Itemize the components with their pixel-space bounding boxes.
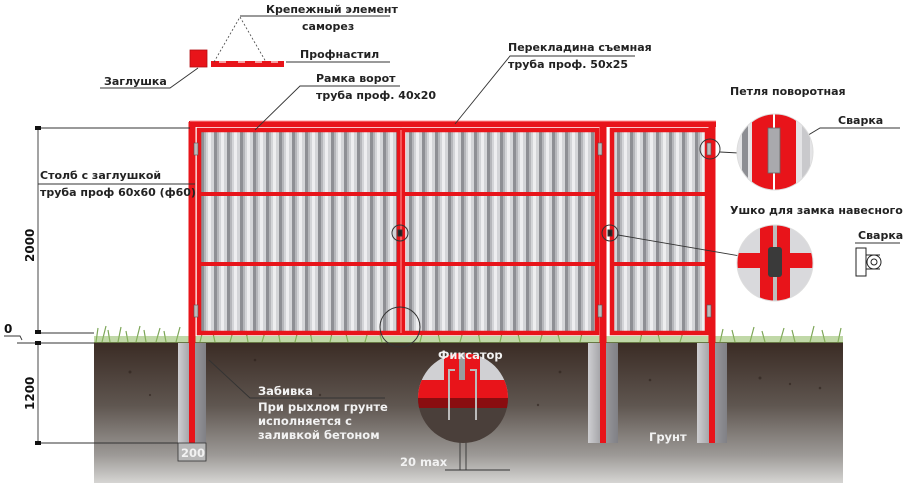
post-label-2: труба проф 60х60 (ф60) (40, 186, 196, 199)
weld-symbol (855, 247, 882, 277)
pillar-left (178, 343, 206, 443)
soil-label: Грунт (649, 430, 687, 444)
dimension-ticks (35, 126, 41, 445)
grass-strip (94, 336, 843, 343)
driving-label-2: При рыхлом грунте (258, 400, 388, 414)
gate-frame-label-2: труба проф. 40х20 (316, 89, 436, 102)
fastener-label-2: саморез (302, 20, 354, 33)
profnastil-label: Профнастил (300, 48, 379, 61)
driving-label-4: заливкой бетоном (258, 428, 380, 442)
fastener-leader (213, 16, 267, 63)
latch-detail-circle (418, 353, 508, 443)
hinge-detail-circle (737, 114, 813, 190)
driving-label-3: исполняется с (258, 414, 352, 428)
pillar-right (697, 343, 727, 443)
dimension-lines (4, 127, 510, 471)
height-dimension: 2000 (23, 229, 37, 262)
plug-square (189, 49, 208, 68)
latch-gap-label: 20 max (400, 455, 448, 469)
ground-level-mark: 0 (4, 322, 12, 336)
gate-frame-label-1: Рамка ворот (316, 72, 396, 85)
corrugated-sheets (200, 130, 710, 332)
hinge-label: Петля поворотная (730, 85, 846, 98)
pillar-width-box (177, 442, 207, 462)
latch-label: Фиксатор (438, 348, 503, 362)
labels: Крепежный элемент саморез Профнастил Заг… (40, 3, 903, 469)
profnastil-strip (211, 61, 284, 67)
detail-markers (379, 138, 721, 348)
weld-hinge-label: Сварка (838, 114, 883, 127)
crossbar-label-1: Перекладина съемная (508, 41, 652, 54)
gate-frame (188, 121, 716, 343)
crossbar-label-2: труба проф. 50х25 (508, 58, 628, 71)
soil-speckles (128, 358, 822, 407)
leader-lines (38, 15, 900, 399)
padlock-eye-detail-circle (737, 225, 813, 301)
post-label-1: Столб с заглушкой (40, 169, 161, 182)
profile-detail (189, 16, 284, 68)
pillar-width-label: 200 (181, 446, 205, 460)
padlock-eye-label: Ушко для замка навесного (730, 204, 903, 217)
hinges (193, 142, 712, 318)
depth-dimension: 1200 (23, 377, 37, 410)
driving-label-1: Забивка (258, 384, 313, 398)
fastener-label-1: Крепежный элемент (266, 3, 399, 16)
pillar-middle (588, 343, 618, 443)
plug-label: Заглушка (104, 75, 167, 88)
weld-eye-label: Сварка (858, 229, 903, 242)
